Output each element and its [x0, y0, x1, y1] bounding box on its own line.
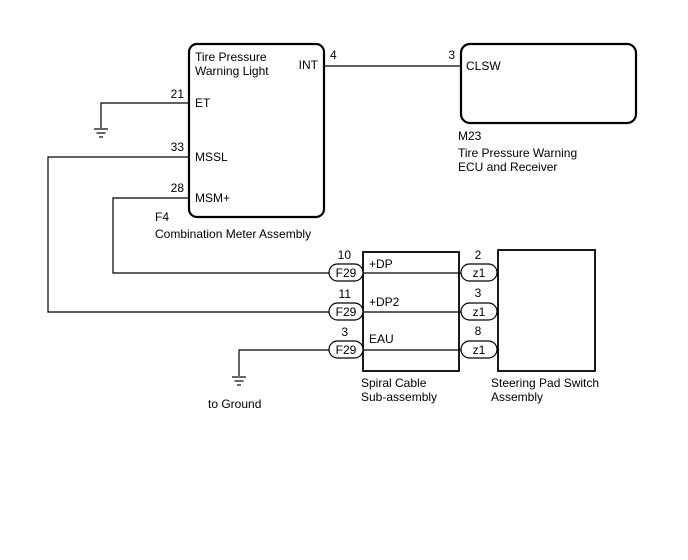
pin-clsw-number: 3	[448, 48, 455, 62]
connector-z1-label: z1	[473, 343, 486, 357]
pin-int-number: 4	[330, 48, 337, 62]
circuit-dp-label: +DP	[369, 257, 393, 271]
meter-code: F4	[155, 210, 169, 224]
pin-z1-dp2-number: 3	[475, 286, 482, 300]
pin-f29-dp2-number: 11	[339, 287, 352, 301]
ground-symbol-icon	[232, 376, 246, 386]
connector-z1	[460, 263, 498, 282]
pin-et-label: ET	[195, 96, 211, 110]
pin-z1-eau-number: 8	[475, 324, 482, 338]
connector-z1	[460, 302, 498, 321]
wire-et-ground	[100, 102, 189, 128]
connector-f29	[328, 302, 364, 321]
connector-z1-label: z1	[473, 266, 486, 280]
wire-mssl-dp2	[47, 156, 329, 313]
ecu-name-line2: ECU and Receiver	[458, 160, 557, 174]
circuit-eau-label: EAU	[369, 332, 394, 346]
pin-f29-dp-number: 10	[338, 248, 352, 262]
pin-clsw-label: CLSW	[466, 59, 501, 73]
circuit-dp2-label: +DP2	[369, 295, 400, 309]
pin-z1-dp-number: 2	[475, 248, 482, 262]
pin-mssl-label: MSSL	[195, 150, 228, 164]
steering-switch-name-line1: Steering Pad Switch	[491, 376, 599, 390]
combination-meter-box	[187, 42, 326, 219]
spiral-cable-name-line2: Sub-assembly	[361, 390, 437, 404]
connector-f29-label: F29	[336, 266, 357, 280]
pin-mssl-number: 33	[171, 140, 185, 154]
ground-symbol-icon	[94, 128, 108, 138]
pin-int-label: INT	[299, 58, 319, 72]
wire-msm-dp	[112, 197, 329, 274]
ecu-code: M23	[458, 129, 482, 143]
connector-f29	[328, 340, 364, 359]
connector-f29-label: F29	[336, 343, 357, 357]
ecu-name-line1: Tire Pressure Warning	[458, 146, 577, 160]
ground-label: to Ground	[208, 397, 261, 411]
pin-et-number: 21	[171, 87, 185, 101]
wire-eau-ground	[238, 349, 329, 376]
connector-f29	[328, 263, 364, 282]
connector-z1-label: z1	[473, 305, 486, 319]
ecu-box	[459, 42, 638, 125]
steering-pad-switch-box	[497, 249, 596, 372]
spiral-cable-name-line1: Spiral Cable	[361, 376, 427, 390]
steering-switch-name-line2: Assembly	[491, 390, 543, 404]
pin-f29-eau-number: 3	[341, 325, 348, 339]
pin-msm-number: 28	[171, 181, 185, 195]
light-label-line2: Warning Light	[195, 64, 269, 78]
light-label-line1: Tire Pressure	[195, 50, 267, 64]
connector-f29-label: F29	[336, 305, 357, 319]
pin-msm-label: MSM+	[195, 191, 230, 205]
connector-z1	[460, 340, 498, 359]
meter-name: Combination Meter Assembly	[155, 227, 311, 241]
